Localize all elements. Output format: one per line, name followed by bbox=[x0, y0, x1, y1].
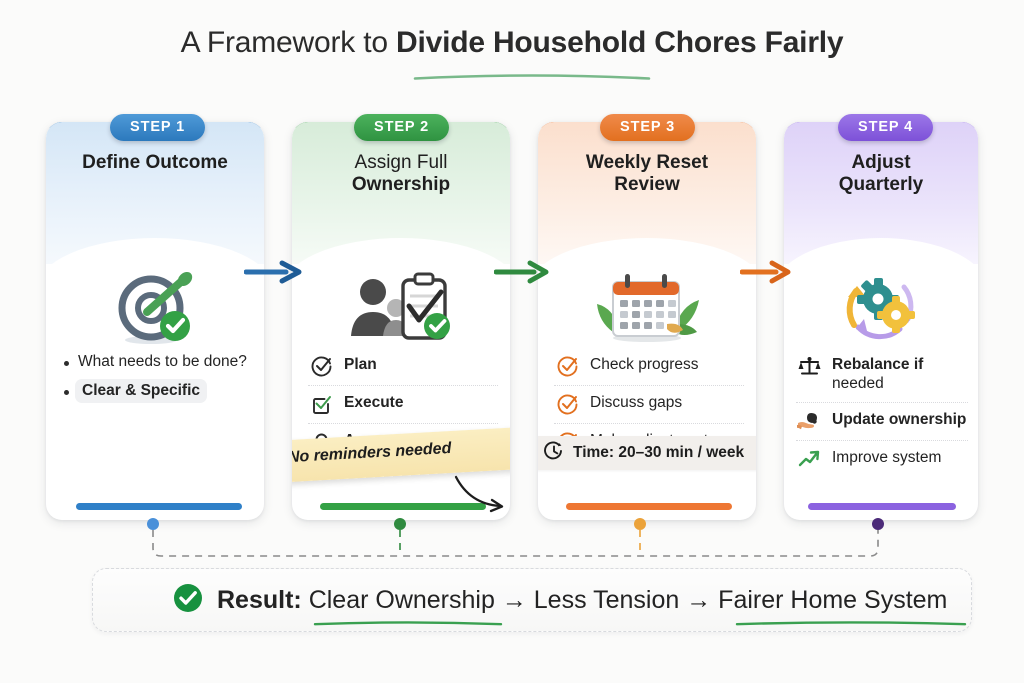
person-clipboard-check-icon bbox=[292, 266, 510, 348]
card-2-title: Assign Full Ownership bbox=[302, 152, 500, 196]
connector-dot-step3 bbox=[634, 518, 646, 530]
card-3-bottom-bar bbox=[566, 503, 732, 510]
circle-check-icon bbox=[308, 355, 334, 377]
list-item: What needs to be done? bbox=[64, 352, 252, 372]
connector-dot-step4 bbox=[872, 518, 884, 530]
bullet-dot-icon bbox=[64, 389, 69, 395]
result-underline-2 bbox=[735, 620, 967, 625]
page-title: A Framework to Divide Household Chores F… bbox=[0, 26, 1024, 80]
step-4-badge[interactable]: STEP 4 bbox=[838, 114, 934, 141]
arrow-step2-to-step3 bbox=[494, 260, 549, 284]
connector-dot-step1 bbox=[147, 518, 159, 530]
result-underline-1 bbox=[313, 620, 503, 625]
card-4-row-1-label-bold: Rebalance if bbox=[832, 356, 924, 373]
bottom-dashed-connector bbox=[147, 518, 884, 557]
result-arrow-1: → bbox=[501, 585, 527, 614]
result-arrow-2: → bbox=[686, 585, 712, 614]
result-segment-3: Fairer Home System bbox=[718, 585, 948, 614]
circle-check-icon bbox=[554, 355, 580, 377]
card-2-title-line1: Assign Full bbox=[354, 152, 448, 173]
calendar-plant-icon bbox=[538, 266, 756, 348]
checkbox-check-icon bbox=[308, 393, 334, 415]
step-card-4[interactable]: Adjust Quarterly bbox=[784, 122, 978, 520]
card-1-title-line1: Define Outcome bbox=[82, 152, 228, 173]
list-item: Rebalance if needed bbox=[796, 348, 968, 402]
list-item: Clear & Specific bbox=[64, 378, 252, 403]
bullet-dot-icon bbox=[64, 361, 69, 366]
card-4-header-wash bbox=[784, 122, 978, 290]
card-1-bullet-list: What needs to be done? Clear & Specific bbox=[64, 352, 252, 410]
card-4-row-list: Rebalance if needed Update ownership bbox=[796, 348, 968, 478]
card-4-row-3-label: Improve system bbox=[832, 448, 942, 466]
card-2-row-2-label: Execute bbox=[344, 394, 404, 411]
list-item: Check progress bbox=[554, 348, 744, 385]
title-bold-part: Divide Household Chores Fairly bbox=[395, 26, 844, 59]
card-4-title: Adjust Quarterly bbox=[794, 152, 968, 196]
step-card-2[interactable]: Assign Full Ownership bbox=[292, 122, 510, 520]
card-1-title: Define Outcome bbox=[56, 152, 254, 174]
card-1-bullet-1-label: What needs to be done? bbox=[78, 353, 247, 370]
title-underline-decoration bbox=[413, 74, 650, 80]
list-item: Discuss gaps bbox=[554, 385, 744, 423]
gears-cycle-icon bbox=[784, 266, 978, 348]
list-item: Execute bbox=[308, 385, 498, 423]
step-card-1[interactable]: Define Outcome What n bbox=[46, 122, 264, 520]
card-4-title-line2: Quarterly bbox=[838, 174, 924, 196]
card-3-title: Weekly Reset Review bbox=[548, 152, 746, 196]
card-4-body: Rebalance if needed Update ownership bbox=[784, 264, 978, 520]
clock-icon bbox=[544, 441, 564, 466]
card-3-row-2-label: Discuss gaps bbox=[590, 394, 683, 411]
step-card-3[interactable]: Weekly Reset Review bbox=[538, 122, 756, 520]
scales-balance-icon bbox=[796, 355, 822, 377]
hand-offer-icon bbox=[796, 410, 822, 432]
step-1-badge[interactable]: STEP 1 bbox=[110, 114, 206, 141]
card-1-body: What needs to be done? Clear & Specific … bbox=[46, 264, 264, 520]
card-1-bullet-2-label: Clear & Specific bbox=[75, 378, 208, 403]
card-2-row-1-label: Plan bbox=[344, 356, 377, 373]
result-text: Result: Clear Ownership → Less Tension →… bbox=[217, 585, 967, 625]
connector-dot-step2 bbox=[394, 518, 406, 530]
step-2-badge[interactable]: STEP 2 bbox=[354, 114, 450, 141]
result-segment-1: Clear Ownership bbox=[308, 585, 495, 614]
list-item: Update ownership bbox=[796, 401, 968, 440]
arrow-step3-to-step4 bbox=[740, 260, 791, 284]
card-2-bottom-bar bbox=[320, 503, 486, 510]
result-segment-2: Less Tension bbox=[533, 585, 680, 614]
card-2-title-line2: Ownership bbox=[351, 174, 451, 196]
card-3-time-note: Time: 20–30 min / week bbox=[538, 436, 756, 470]
card-3-title-line2: Review bbox=[614, 174, 680, 196]
circle-check-icon bbox=[554, 393, 580, 415]
result-label: Result: bbox=[217, 585, 302, 614]
title-light-part: A Framework to bbox=[180, 26, 396, 59]
result-banner: Result: Clear Ownership → Less Tension →… bbox=[92, 568, 972, 632]
time-note-text: Time: 20–30 min / week bbox=[573, 444, 745, 461]
card-4-title-line1: Adjust bbox=[851, 152, 911, 173]
target-dart-check-icon bbox=[46, 266, 264, 348]
card-4-row-2-label-bold: Update ownership bbox=[832, 410, 967, 428]
trend-up-icon bbox=[796, 448, 822, 470]
sticky-note-curved-arrow-icon bbox=[454, 475, 504, 513]
card-3-body: Check progress Discuss gaps bbox=[538, 264, 756, 520]
card-1-bottom-bar bbox=[76, 503, 242, 510]
card-3-title-line1: Weekly Reset bbox=[585, 152, 709, 173]
card-2-header-wash bbox=[292, 122, 510, 290]
card-1-header-wash bbox=[46, 122, 264, 290]
card-4-bottom-bar bbox=[808, 503, 956, 510]
list-item: Plan bbox=[308, 348, 498, 385]
card-3-row-1-label: Check progress bbox=[590, 356, 699, 373]
step-3-badge[interactable]: STEP 3 bbox=[600, 114, 696, 141]
list-item: Improve system bbox=[796, 439, 968, 478]
check-circle-icon bbox=[173, 583, 203, 618]
card-4-row-1-label-plain: needed bbox=[832, 375, 884, 393]
arrow-step1-to-step2 bbox=[244, 260, 302, 284]
sticky-note-text: No reminders needed bbox=[292, 439, 452, 467]
